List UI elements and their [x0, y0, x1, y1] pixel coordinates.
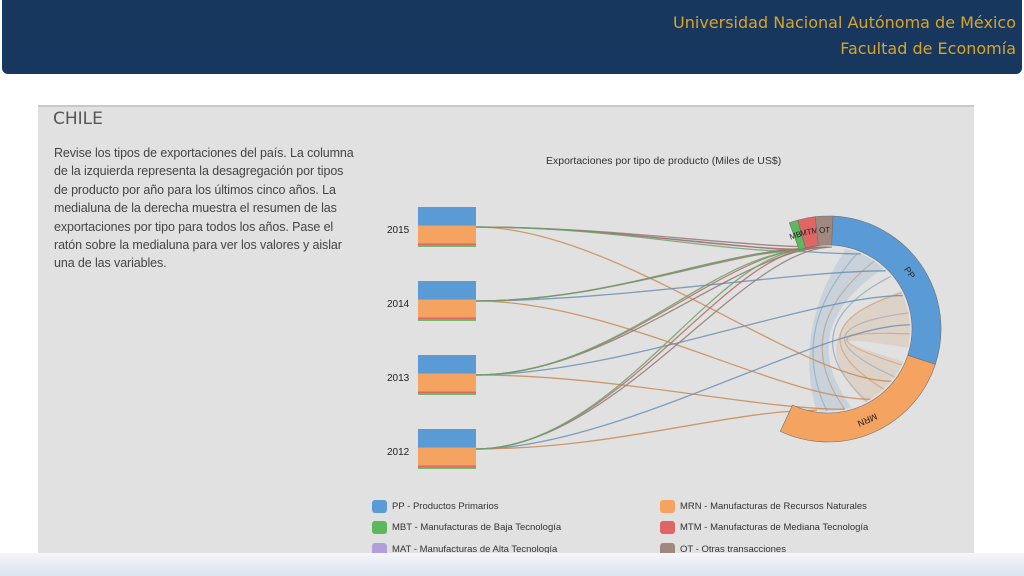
year-bar-segment: [418, 447, 476, 466]
chord-ribbon: [809, 248, 884, 411]
legend-label: MRN - Manufacturas de Recursos Naturales: [680, 501, 867, 512]
year-chord: [475, 250, 804, 376]
year-bar-segment: [418, 391, 476, 393]
header-banner: Universidad Nacional Autónoma de México …: [2, 0, 1022, 74]
year-chord: [475, 300, 871, 400]
year-bar-segment: [418, 317, 476, 319]
description-text: Revise los tipos de exportaciones del pa…: [54, 146, 354, 271]
arc-label-ot: OT: [819, 225, 831, 234]
year-bar-segment: [418, 429, 476, 448]
year-bar-segment: [418, 319, 476, 321]
bottom-strip: [0, 553, 1024, 576]
year-bar-segment: [418, 320, 476, 321]
year-chord: [475, 270, 886, 302]
country-title: CHILE: [53, 109, 103, 129]
year-chord: [475, 226, 892, 382]
year-chord: [475, 294, 903, 376]
year-label: 2015: [387, 225, 410, 236]
year-label: 2013: [387, 373, 410, 384]
year-bar-segment: [418, 467, 476, 469]
internal-chord: [832, 275, 892, 402]
year-bar-segment: [418, 246, 476, 247]
year-chord: [475, 249, 805, 450]
legend-swatch: [372, 500, 387, 513]
year-bar-segment: [418, 393, 476, 394]
legend-item-mbt[interactable]: MBT - Manufacturas de Baja Tecnología: [372, 521, 561, 534]
year-bar-segment: [418, 394, 476, 395]
year-bar-segment: [418, 467, 476, 468]
legend-item-mtm[interactable]: MTM - Manufacturas de Mediana Tecnología: [660, 521, 868, 534]
legend-swatch: [372, 521, 387, 534]
year-bar-segment: [418, 468, 476, 469]
year-bar-segment: [418, 355, 476, 374]
internal-chord: [821, 260, 875, 410]
internal-chord: [839, 292, 902, 390]
legend-label: PP - Productos Primarios: [392, 501, 499, 512]
year-chords: [475, 226, 910, 450]
year-bar-segment: [418, 299, 476, 318]
arc-segment-mrn: [779, 354, 936, 443]
year-bar-segment: [418, 319, 476, 320]
year-label: 2012: [387, 447, 410, 458]
year-chord: [475, 374, 845, 410]
year-chord: [475, 324, 910, 450]
legend-swatch: [660, 543, 675, 555]
year-bar-segment: [418, 373, 476, 392]
faculty-name: Facultad de Economía: [840, 39, 1016, 58]
year-chord: [475, 409, 818, 450]
legend-item-pp[interactable]: PP - Productos Primarios: [372, 500, 498, 513]
content-panel: CHILE Revise los tipos de exportaciones …: [38, 105, 974, 555]
legend-label: OT - Otras transacciones: [680, 544, 786, 555]
university-name: Universidad Nacional Autónoma de México: [673, 13, 1016, 32]
internal-chord: [846, 332, 910, 366]
year-bar-segment: [418, 207, 476, 226]
year-bar-segment: [418, 225, 476, 244]
legend-label: MBT - Manufacturas de Baja Tecnología: [392, 522, 562, 533]
year-bar-segment: [418, 393, 476, 395]
year-chord: [475, 250, 803, 302]
legend-swatch: [660, 500, 675, 513]
chart-title: Exportaciones por tipo de producto (Mile…: [546, 155, 782, 167]
legend-label: MTM - Manufacturas de Mediana Tecnología: [680, 522, 869, 533]
legend-swatch: [372, 543, 387, 555]
year-bar-segment: [418, 243, 476, 245]
legend-item-mat[interactable]: MAT - Manufacturas de Alta Tecnología: [372, 543, 557, 555]
year-bar-segment: [418, 281, 476, 300]
arc-label-mtm: MTM: [799, 226, 819, 238]
legend-swatch: [660, 521, 675, 534]
legend-label: MAT - Manufacturas de Alta Tecnología: [392, 544, 558, 555]
legend-item-mrn[interactable]: MRN - Manufacturas de Recursos Naturales: [660, 500, 867, 513]
year-label: 2014: [387, 299, 410, 310]
year-bar-segment: [418, 245, 476, 247]
year-chord: [475, 226, 802, 253]
year-bar-segment: [418, 245, 476, 246]
year-bar-segment: [418, 465, 476, 467]
legend-item-ot[interactable]: OT - Otras transacciones: [660, 543, 786, 555]
